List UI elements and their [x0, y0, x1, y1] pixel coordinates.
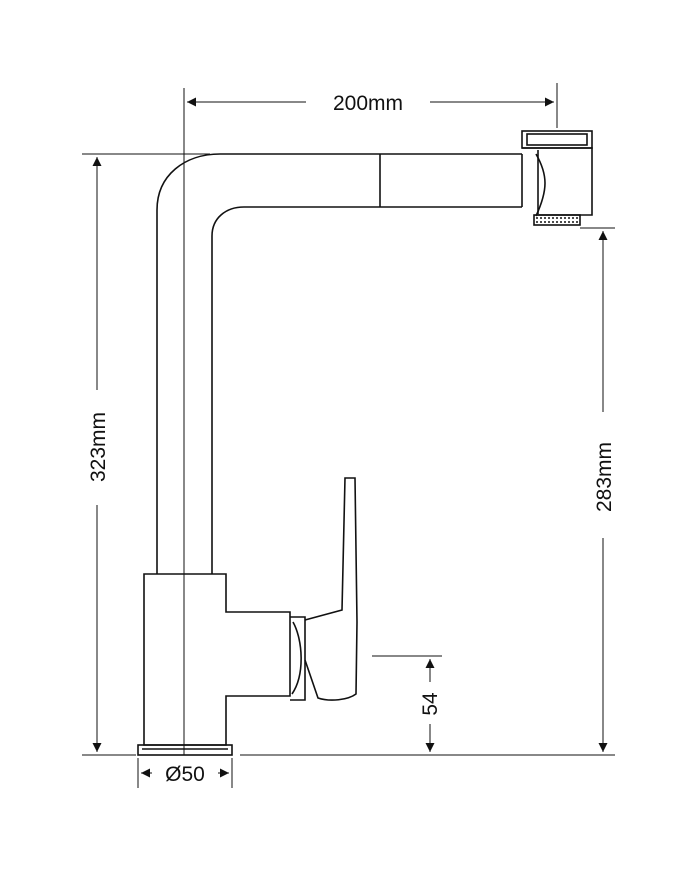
- dim-spout-reach-label: 200mm: [333, 92, 403, 115]
- dim-handle-height-label: 54: [419, 692, 442, 716]
- dim-spout-clearance-label: 283mm: [593, 442, 616, 512]
- handle-curve: [291, 621, 302, 695]
- spout-end-cap: [521, 153, 546, 217]
- dim-base-diameter: [137, 758, 233, 788]
- dim-spout-clearance: [240, 227, 615, 756]
- dim-handle-height: [372, 655, 442, 752]
- dim-total-height-label: 323mm: [87, 412, 110, 482]
- handle-connector: [290, 616, 306, 701]
- faucet-body-inner: [211, 206, 522, 574]
- sprayer-head: [521, 130, 593, 226]
- faucet-outline: [137, 130, 593, 756]
- dim-total-height: [82, 153, 210, 756]
- dim-spout-reach: [187, 83, 558, 128]
- dim-base-diameter-label: Ø50: [165, 763, 205, 786]
- handle-lever: [304, 477, 358, 701]
- faucet-body-outer: [156, 153, 522, 574]
- base-plate: [137, 744, 233, 756]
- mixer-body: [143, 573, 291, 746]
